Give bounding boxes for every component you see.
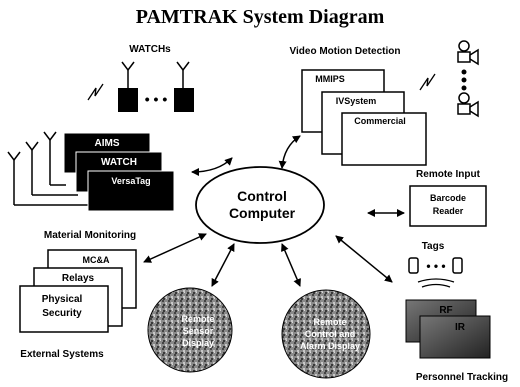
personnel-group: RF IR Personnel Tracking <box>405 299 508 383</box>
personnel-card-rf-label: RF <box>439 305 452 316</box>
sensor-display-line1: Remote <box>181 314 214 324</box>
alarm-display-line2: Control and <box>305 329 356 339</box>
material-card-watch-label: WATCH <box>101 157 137 168</box>
arrow-material <box>191 157 233 176</box>
tags-group: Tags • • • <box>408 241 463 288</box>
external-card-mca-label: MC&A <box>83 255 110 265</box>
alarm-display-line1: Remote <box>313 317 346 327</box>
tags-label: Tags <box>422 241 445 252</box>
watch-unit-right <box>174 88 194 112</box>
watch-antenna-left-icon <box>121 61 135 90</box>
material-card-versatag-label: VersaTag <box>111 176 150 186</box>
barcode-reader-line1: Barcode <box>430 193 466 203</box>
watch-antenna-right-icon <box>176 61 190 90</box>
external-label: External Systems <box>20 349 104 360</box>
tag-right-icon <box>452 257 463 274</box>
material-label: Material Monitoring <box>44 230 136 241</box>
external-group: MC&A Relays Physical Security External S… <box>19 249 137 360</box>
watch-signal-icon <box>87 83 104 101</box>
diagram-title: PAMTRAK System Diagram <box>135 6 385 28</box>
camera-bottom-icon <box>457 92 479 118</box>
personnel-label: Personnel Tracking <box>416 372 508 383</box>
material-antennas-icon <box>7 131 90 206</box>
control-computer-ellipse <box>195 166 325 244</box>
video-label: Video Motion Detection <box>290 46 401 57</box>
video-card-ivsystem-label: IVSystem <box>336 96 377 106</box>
video-group: Video Motion Detection MMIPS IVSystem Co… <box>290 40 479 166</box>
control-computer-group: Control Computer <box>195 166 325 244</box>
watch-dots: • • • <box>145 91 168 107</box>
external-card-physical-label: Physical <box>42 294 83 305</box>
arrow-personnel <box>335 235 393 283</box>
material-card-versatag <box>87 170 175 212</box>
sensor-display-line3: Display <box>182 338 214 348</box>
video-card-commercial-label: Commercial <box>354 116 406 126</box>
tags-wave-icon <box>417 278 455 288</box>
alarm-display-disc <box>281 289 371 379</box>
arrow-sensor-display <box>211 243 235 287</box>
watch-group: WATCHs • • • <box>87 44 194 112</box>
arrow-alarm-display <box>281 243 301 287</box>
sensor-display-group: Remote Sensor Display <box>147 287 233 373</box>
arrow-external <box>143 233 207 263</box>
watch-unit-left <box>118 88 138 112</box>
arrow-video <box>278 135 301 169</box>
external-card-security <box>19 285 109 333</box>
alarm-display-line3: Alarm Display <box>300 341 360 351</box>
sensor-display-disc <box>147 287 233 373</box>
tag-left-icon <box>408 257 419 274</box>
barcode-reader-line2: Reader <box>433 206 464 216</box>
personnel-card-ir-label: IR <box>455 322 466 333</box>
sensor-display-line2: Sensor <box>183 326 214 336</box>
remote-input-group: Remote Input Barcode Reader <box>409 169 487 227</box>
tags-dots: • • • <box>426 259 445 273</box>
material-card-aims-label: AIMS <box>95 138 120 149</box>
camera-dots-icon <box>461 69 467 91</box>
personnel-card-ir <box>419 315 491 359</box>
control-computer-line2: Computer <box>229 205 296 221</box>
camera-top-icon <box>457 40 479 66</box>
video-signal-icon <box>419 73 436 91</box>
control-computer-line1: Control <box>237 188 287 204</box>
alarm-display-group: Remote Control and Alarm Display <box>281 289 371 379</box>
connector-arrows <box>143 135 405 287</box>
barcode-reader-box <box>409 185 487 227</box>
material-monitoring-group: AIMS WATCH VersaTag Material Monitoring <box>7 131 175 241</box>
watch-label: WATCHs <box>129 44 171 55</box>
remote-input-label: Remote Input <box>416 169 481 180</box>
external-card-security-label: Security <box>42 308 82 319</box>
video-card-commercial <box>341 112 427 166</box>
video-card-mmips-label: MMIPS <box>315 74 345 84</box>
external-card-relays-label: Relays <box>62 273 95 284</box>
